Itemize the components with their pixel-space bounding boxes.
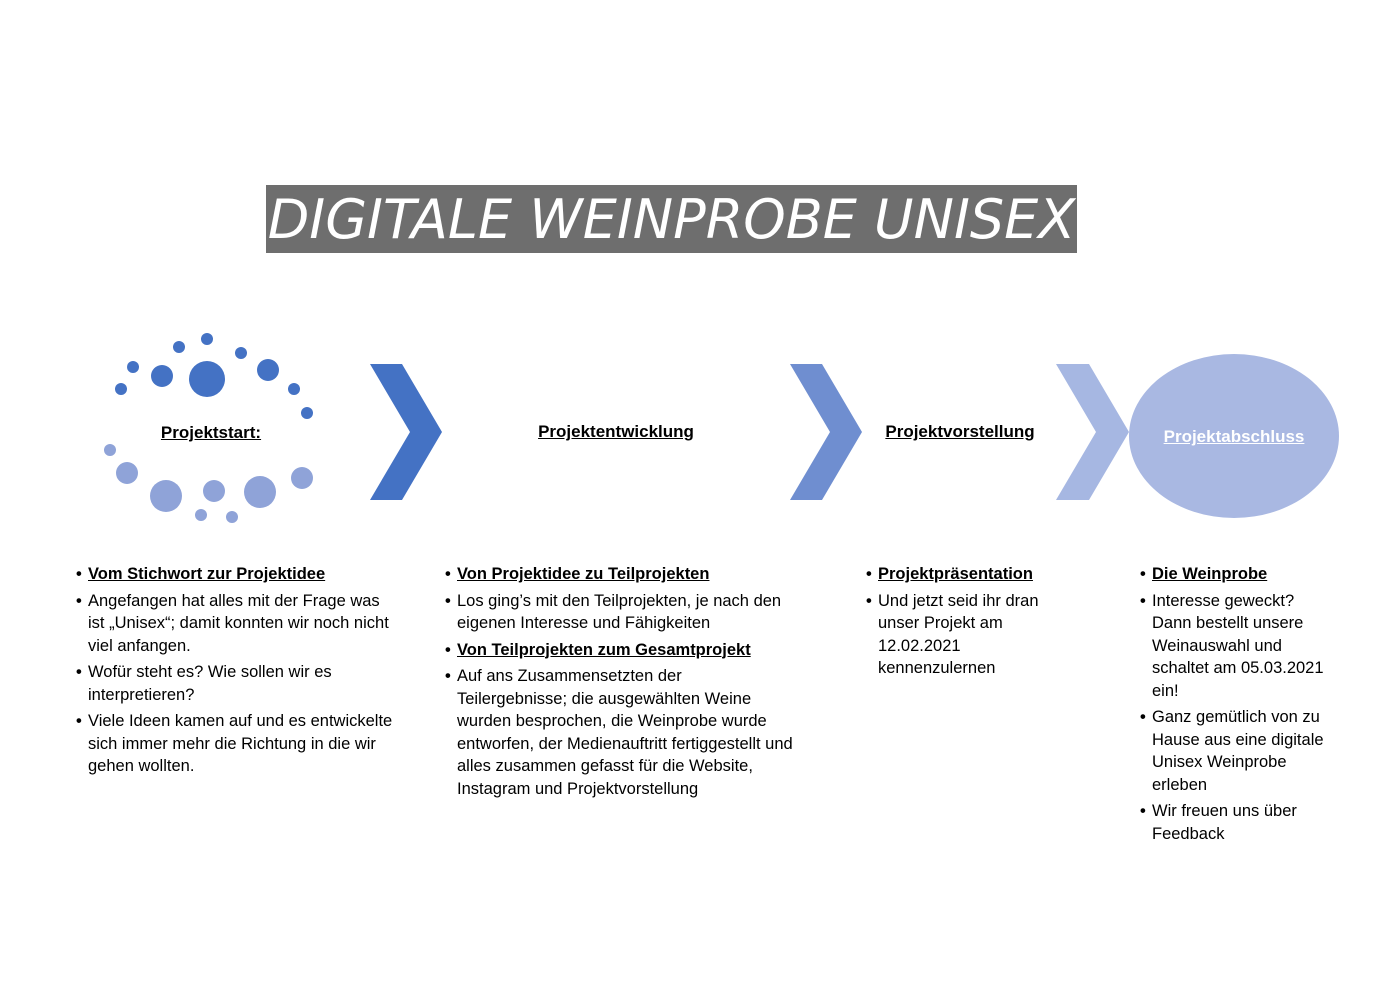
bullet-heading: Vom Stichwort zur Projektidee <box>76 563 396 586</box>
column-start: Vom Stichwort zur ProjektideeAngefangen … <box>76 563 396 782</box>
decorative-dot <box>195 509 207 521</box>
bullet-heading: Von Projektidee zu Teilprojekten <box>445 563 795 586</box>
decorative-dot <box>201 333 213 345</box>
start-dot-ring <box>104 333 313 523</box>
bullet-heading: Von Teilprojekten zum Gesamtprojekt <box>445 639 795 662</box>
bullet-item: Und jetzt seid ihr dran unser Projekt am… <box>866 590 1046 680</box>
decorative-dot <box>189 361 225 397</box>
decorative-dot <box>173 341 185 353</box>
stage-label-development: Projektentwicklung <box>538 422 694 441</box>
decorative-dot <box>151 365 173 387</box>
decorative-dot <box>116 462 138 484</box>
bullet-list: Von Projektidee zu TeilprojektenLos ging… <box>445 563 795 800</box>
decorative-dot <box>104 444 116 456</box>
bullet-item: Wir freuen uns über Feedback <box>1140 800 1330 845</box>
bullet-item: Viele Ideen kamen auf und es entwickelte… <box>76 710 396 778</box>
decorative-dot <box>244 476 276 508</box>
decorative-dot <box>301 407 313 419</box>
decorative-dot <box>291 467 313 489</box>
decorative-dot <box>150 480 182 512</box>
decorative-dot <box>203 480 225 502</box>
bullet-item: Los ging’s mit den Teilprojekten, je nac… <box>445 590 795 635</box>
column-completion: Die WeinprobeInteresse geweckt? Dann bes… <box>1140 563 1330 849</box>
bullet-item: Ganz gemütlich von zu Hause aus eine dig… <box>1140 706 1330 796</box>
bullet-item: Angefangen hat alles mit der Frage was i… <box>76 590 396 658</box>
decorative-dot <box>235 347 247 359</box>
decorative-dot <box>127 361 139 373</box>
chevron-2-icon <box>790 364 862 500</box>
decorative-dot <box>115 383 127 395</box>
decorative-dot <box>226 511 238 523</box>
bullet-heading: Die Weinprobe <box>1140 563 1330 586</box>
stage-label-start: Projektstart: <box>160 423 262 442</box>
chevron-1-icon <box>370 364 442 500</box>
bullet-item: Interesse geweckt? Dann bestellt unsere … <box>1140 590 1330 703</box>
column-development: Von Projektidee zu TeilprojektenLos ging… <box>445 563 795 804</box>
decorative-dot <box>288 383 300 395</box>
bullet-list: Die WeinprobeInteresse geweckt? Dann bes… <box>1140 563 1330 845</box>
bullet-list: Vom Stichwort zur ProjektideeAngefangen … <box>76 563 396 778</box>
column-presentation: ProjektpräsentationUnd jetzt seid ihr dr… <box>866 563 1046 684</box>
bullet-list: ProjektpräsentationUnd jetzt seid ihr dr… <box>866 563 1046 680</box>
diagram-title: DIGITALE WEINPROBE UNISEX <box>266 185 1077 253</box>
chevron-3-icon <box>1056 364 1129 500</box>
bullet-heading: Projektpräsentation <box>866 563 1046 586</box>
bullet-item: Auf ans Zusammensetzten der Teilergebnis… <box>445 665 795 800</box>
decorative-dot <box>257 359 279 381</box>
stage-label-presentation: Projektvorstellung <box>885 422 1035 441</box>
stage-label-completion: Projektabschluss <box>1163 427 1305 446</box>
bullet-item: Wofür steht es? Wie sollen wir es interp… <box>76 661 396 706</box>
end-ellipse <box>1129 354 1339 518</box>
